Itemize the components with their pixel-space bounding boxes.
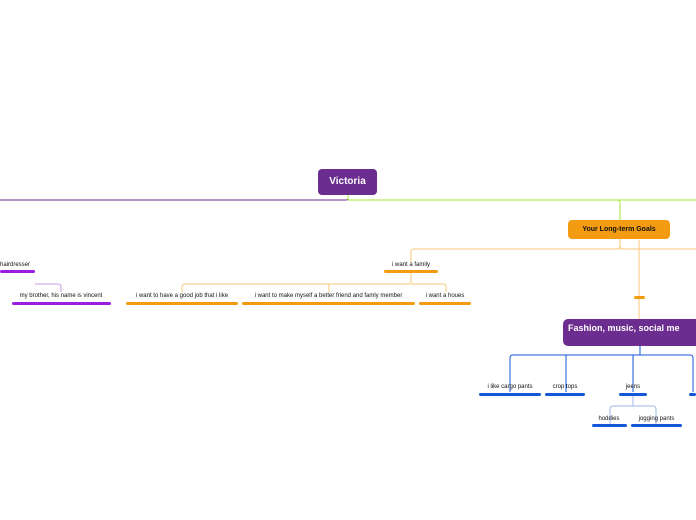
hoddies-underline (592, 424, 627, 427)
jeens-label[interactable]: jeens (625, 384, 641, 390)
offscreen-topic-underline (689, 393, 696, 396)
family-label[interactable]: i want a family (391, 262, 430, 268)
cargo-pants-underline (479, 393, 541, 396)
root-left-connector (0, 195, 349, 201)
central-topic-victoria[interactable]: Victoria (318, 169, 377, 195)
jogging-pants-underline (631, 424, 682, 427)
hairdresser-label[interactable]: hairdresser (0, 262, 31, 268)
fashion-connector (619, 240, 640, 319)
long-term-goals-topic[interactable]: Your Long-term Goals (568, 220, 670, 239)
goals-connector (616, 199, 621, 220)
cargo-pants-label[interactable]: i like cargo pants (487, 384, 533, 390)
jeens-underline (619, 393, 647, 396)
fashion-children-connector (509, 346, 694, 392)
better-friend-label[interactable]: i want to make myself a better friend an… (254, 293, 403, 299)
better-friend-underline (242, 302, 415, 305)
family-underline (384, 270, 438, 273)
brother-vincent-label[interactable]: my brother, his name is vincent (19, 293, 103, 299)
left-branch-connector (35, 283, 62, 292)
crop-tops-label[interactable]: crop tops (552, 384, 578, 390)
brother-vincent-underline (12, 302, 111, 305)
jeens-children-connector (609, 395, 657, 424)
good-job-underline (126, 302, 238, 305)
goals-right-connector (619, 245, 696, 250)
hoddies-label[interactable]: hoddies (598, 416, 620, 422)
crop-tops-underline (545, 393, 585, 396)
root-right-connector (347, 195, 696, 201)
hairdresser-underline (0, 270, 35, 273)
family-children-connector (181, 272, 447, 292)
jogging-pants-label[interactable]: jogging pants (638, 416, 675, 422)
fashion-music-social-topic[interactable]: Fashion, music, social me (563, 319, 696, 346)
goals-family-connector (410, 239, 621, 262)
house-label[interactable]: i want a houes (425, 293, 465, 299)
empty-topic-marker[interactable] (634, 296, 645, 299)
house-underline (419, 302, 471, 305)
good-job-label[interactable]: i want to have a good job that i like (135, 293, 229, 299)
